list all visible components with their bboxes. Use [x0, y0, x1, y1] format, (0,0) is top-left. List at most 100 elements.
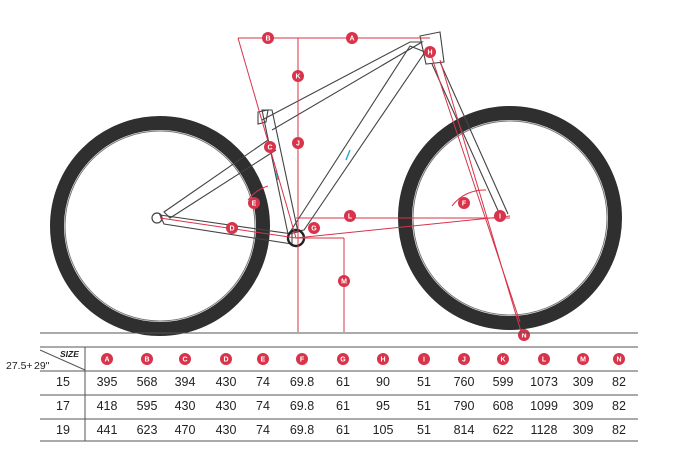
badge-i: I: [494, 210, 506, 222]
value-cell: 470: [175, 423, 196, 437]
value-cell: 51: [417, 423, 431, 437]
value-cell: 82: [612, 423, 626, 437]
badge-j: J: [292, 137, 304, 149]
value-cell: 51: [417, 399, 431, 413]
value-cell: 760: [454, 375, 475, 389]
badge-l: L: [344, 210, 356, 222]
value-cell: 418: [97, 399, 118, 413]
svg-text:H: H: [380, 357, 385, 364]
column-header-a: A: [101, 353, 113, 365]
value-cell: 69.8: [290, 399, 314, 413]
svg-text:D: D: [229, 226, 234, 233]
badge-g: G: [308, 222, 320, 234]
svg-text:M: M: [341, 279, 347, 286]
svg-text:I: I: [499, 214, 501, 221]
value-cell: 595: [137, 399, 158, 413]
svg-text:K: K: [500, 357, 505, 364]
wheel-size-label-alt: 29": [34, 360, 50, 372]
value-cell: 61: [336, 375, 350, 389]
value-cell: 394: [175, 375, 196, 389]
value-cell: 599: [493, 375, 514, 389]
value-cell: 1099: [530, 399, 558, 413]
value-cell: 90: [376, 375, 390, 389]
svg-text:F: F: [462, 201, 467, 208]
value-cell: 1128: [531, 423, 558, 437]
value-cell: 622: [493, 423, 514, 437]
svg-text:G: G: [311, 226, 317, 233]
value-cell: 430: [216, 375, 237, 389]
value-cell: 69.8: [290, 375, 314, 389]
value-cell: 608: [493, 399, 514, 413]
badge-a: A: [346, 32, 358, 44]
value-cell: 74: [256, 423, 270, 437]
svg-text:L: L: [348, 214, 353, 221]
svg-text:A: A: [349, 36, 354, 43]
value-cell: 61: [336, 399, 350, 413]
value-cell: 105: [373, 423, 394, 437]
value-cell: 441: [97, 423, 118, 437]
svg-text:A: A: [104, 357, 109, 364]
value-cell: 623: [137, 423, 158, 437]
value-cell: 61: [336, 423, 350, 437]
svg-text:D: D: [223, 357, 228, 364]
column-header-k: K: [497, 353, 509, 365]
wheel-size-label: 27.5+: [6, 360, 33, 372]
svg-text:C: C: [182, 357, 187, 364]
value-cell: 309: [573, 375, 594, 389]
column-header-b: B: [141, 353, 153, 365]
value-cell: 790: [454, 399, 475, 413]
column-header-g: G: [337, 353, 349, 365]
column-header-i: I: [418, 353, 430, 365]
badge-m: M: [338, 275, 350, 287]
svg-text:J: J: [462, 357, 466, 364]
svg-text:K: K: [295, 74, 300, 81]
size-header: SIZE: [60, 349, 79, 359]
column-header-j: J: [458, 353, 470, 365]
dimension-lines: [159, 37, 523, 336]
column-header-c: C: [179, 353, 191, 365]
value-cell: 1073: [530, 375, 558, 389]
badge-d: D: [226, 222, 238, 234]
svg-text:B: B: [144, 357, 149, 364]
dimension-badges: A B C D E F G H I J K L M N: [226, 32, 530, 341]
svg-text:G: G: [340, 357, 346, 364]
value-cell: 82: [612, 399, 626, 413]
svg-text:B: B: [265, 36, 270, 43]
badge-n: N: [518, 329, 530, 341]
svg-text:J: J: [296, 141, 300, 148]
svg-text:L: L: [542, 357, 547, 364]
value-cell: 430: [216, 399, 237, 413]
svg-text:C: C: [267, 145, 272, 152]
bike-frame: [151, 31, 509, 248]
badge-f: F: [458, 197, 470, 209]
value-cell: 430: [175, 399, 196, 413]
svg-text:I: I: [423, 357, 425, 364]
column-header-f: F: [296, 353, 308, 365]
svg-text:N: N: [521, 333, 526, 340]
value-cell: 568: [137, 375, 158, 389]
badge-b: B: [262, 32, 274, 44]
value-cell: 51: [417, 375, 431, 389]
svg-text:M: M: [580, 357, 586, 364]
value-cell: 309: [573, 399, 594, 413]
rear-wheel: [50, 116, 270, 336]
column-header-d: D: [220, 353, 232, 365]
value-cell: 395: [97, 375, 118, 389]
column-headers: A B C D E F G H I J K L M N: [101, 353, 625, 365]
value-cell: 82: [612, 375, 626, 389]
value-cell: 74: [256, 399, 270, 413]
badge-k: K: [292, 70, 304, 82]
value-cell: 430: [216, 423, 237, 437]
value-cell: 309: [573, 423, 594, 437]
column-header-l: L: [538, 353, 550, 365]
svg-text:H: H: [427, 50, 432, 57]
svg-text:N: N: [616, 357, 621, 364]
value-cell: 69.8: [290, 423, 314, 437]
column-header-e: E: [257, 353, 269, 365]
size-cell: 19: [56, 423, 70, 437]
